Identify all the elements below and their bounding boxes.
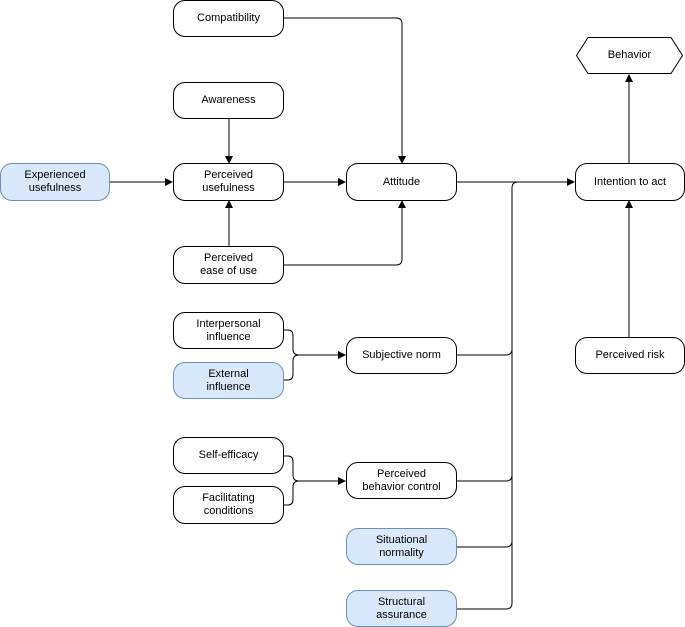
node-compatibility: Compatibility <box>173 0 284 37</box>
edge-self-efficacy-perceived-behavior-control <box>284 455 346 485</box>
edge-perceived-ease-of-use-attitude <box>284 200 406 266</box>
node-structural-assurance: Structural assurance <box>346 590 457 627</box>
node-experienced-usefulness: Experienced usefulness <box>0 163 110 201</box>
edge-compatibility-attitude <box>284 17 406 164</box>
node-behavior: Behavior <box>576 37 683 74</box>
node-self-efficacy: Self-efficacy <box>173 437 284 474</box>
node-subjective-norm: Subjective norm <box>346 337 457 374</box>
node-attitude: Attitude <box>346 163 457 201</box>
node-perceived-usefulness: Perceived usefulness <box>173 163 284 201</box>
edge-situational-normality-intention-to-act <box>457 188 513 548</box>
node-situational-normality: Situational normality <box>346 528 457 565</box>
edge-structural-assurance-intention-to-act <box>457 188 513 610</box>
node-behavior-label: Behavior <box>607 49 652 61</box>
node-perceived-behavior-control: Perceived behavior control <box>346 462 457 499</box>
edge-subjective-norm-intention-to-act <box>457 181 519 356</box>
edge-facilitating-conditions-perceived-behavior-control <box>284 480 300 506</box>
node-perceived-risk: Perceived risk <box>575 337 685 374</box>
node-perceived-ease-of-use: Perceived ease of use <box>173 246 284 284</box>
edge-external-influence-subjective-norm <box>284 354 300 381</box>
hexagon-shape <box>576 37 683 74</box>
node-intention-to-act: Intention to act <box>575 163 685 201</box>
edge-perceived-behavior-control-intention-to-act <box>457 188 513 482</box>
node-facilitating-conditions: Facilitating conditions <box>173 486 284 524</box>
edge-interpersonal-influence-subjective-norm <box>284 329 346 359</box>
node-interpersonal-influence: Interpersonal influence <box>173 312 284 349</box>
node-external-influence: External influence <box>173 362 284 399</box>
node-awareness: Awareness <box>173 82 284 119</box>
